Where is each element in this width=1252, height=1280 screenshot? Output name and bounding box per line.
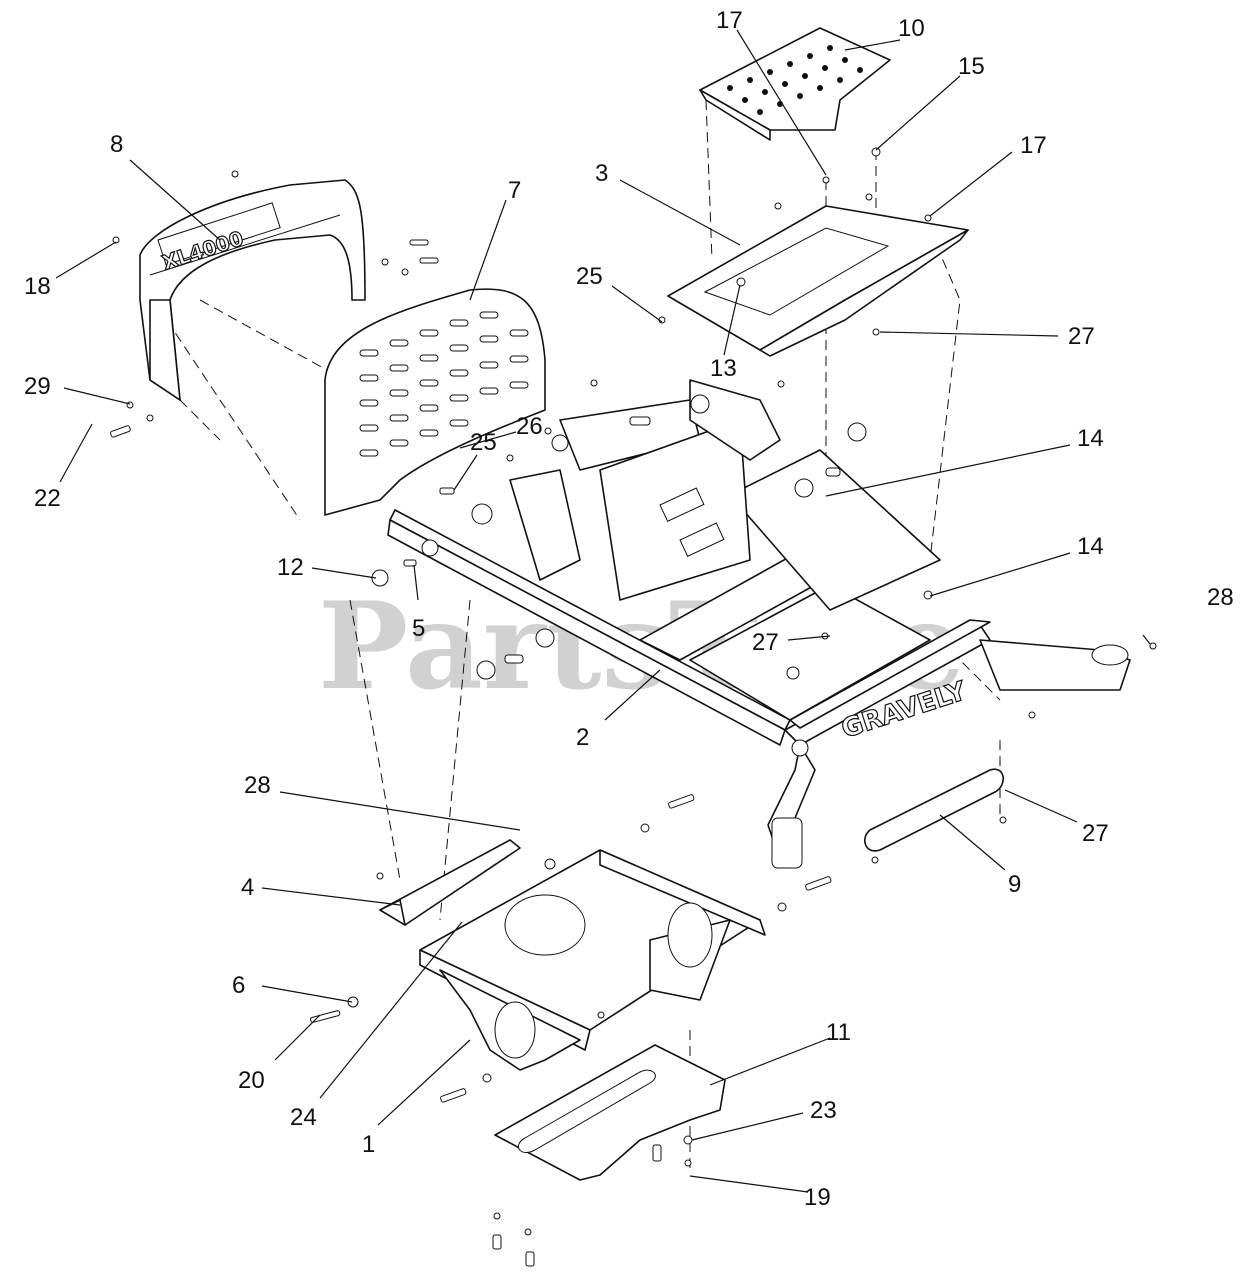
callout-8: 8 (110, 131, 123, 158)
callout-28-right: 28 (1207, 584, 1234, 611)
callout-3: 3 (595, 160, 608, 187)
part-10-foot-plate[interactable] (699, 27, 891, 141)
callout-10: 10 (898, 15, 925, 42)
callout-27-upper: 27 (1068, 323, 1095, 350)
callout-4: 4 (241, 874, 254, 901)
callout-15: 15 (958, 53, 985, 80)
callout-25-lower: 25 (470, 429, 497, 456)
callout-11: 11 (826, 1019, 851, 1046)
part-11-bottom-plate[interactable] (494, 1044, 726, 1181)
callout-2: 2 (576, 724, 589, 751)
callout-19: 19 (804, 1184, 831, 1211)
callout-14-upper: 14 (1077, 425, 1104, 452)
callout-20: 20 (238, 1067, 265, 1094)
hardware (110, 147, 1157, 1267)
callout-18: 18 (24, 273, 51, 300)
part-4-angle-bracket[interactable] (379, 839, 521, 926)
part-1-sub-frame[interactable] (419, 849, 766, 1071)
callout-1: 1 (362, 1131, 375, 1158)
callout-29: 29 (24, 373, 51, 400)
callout-27-lower: 27 (1082, 820, 1109, 847)
part-2-main-frame[interactable]: GRAVELY (387, 379, 1131, 869)
callout-6: 6 (232, 972, 245, 999)
callout-17-right: 17 (1020, 132, 1047, 159)
callout-13: 13 (710, 355, 737, 382)
leader-lines (55, 29, 1151, 1193)
callout-14-lower: 14 (1077, 533, 1104, 560)
callout-7: 7 (508, 177, 521, 204)
callout-12: 12 (277, 554, 304, 581)
callout-22: 22 (34, 485, 61, 512)
part-7-seat-pan[interactable] (324, 288, 546, 516)
callout-5: 5 (412, 615, 425, 642)
callout-24: 24 (290, 1104, 317, 1131)
callout-9: 9 (1008, 871, 1021, 898)
callout-23: 23 (810, 1097, 837, 1124)
callout-17-left: 17 (716, 7, 743, 34)
callout-28-left: 28 (244, 772, 271, 799)
callout-26: 26 (516, 413, 543, 440)
callout-25-upper: 25 (576, 263, 603, 290)
callout-27-middle: 27 (752, 629, 779, 656)
callout-labels: 1 2 3 4 5 6 7 8 9 10 11 12 13 14 14 15 1… (24, 7, 1234, 1211)
part-3-floor-pan[interactable] (667, 205, 969, 357)
part-9-roller[interactable] (864, 768, 1004, 852)
